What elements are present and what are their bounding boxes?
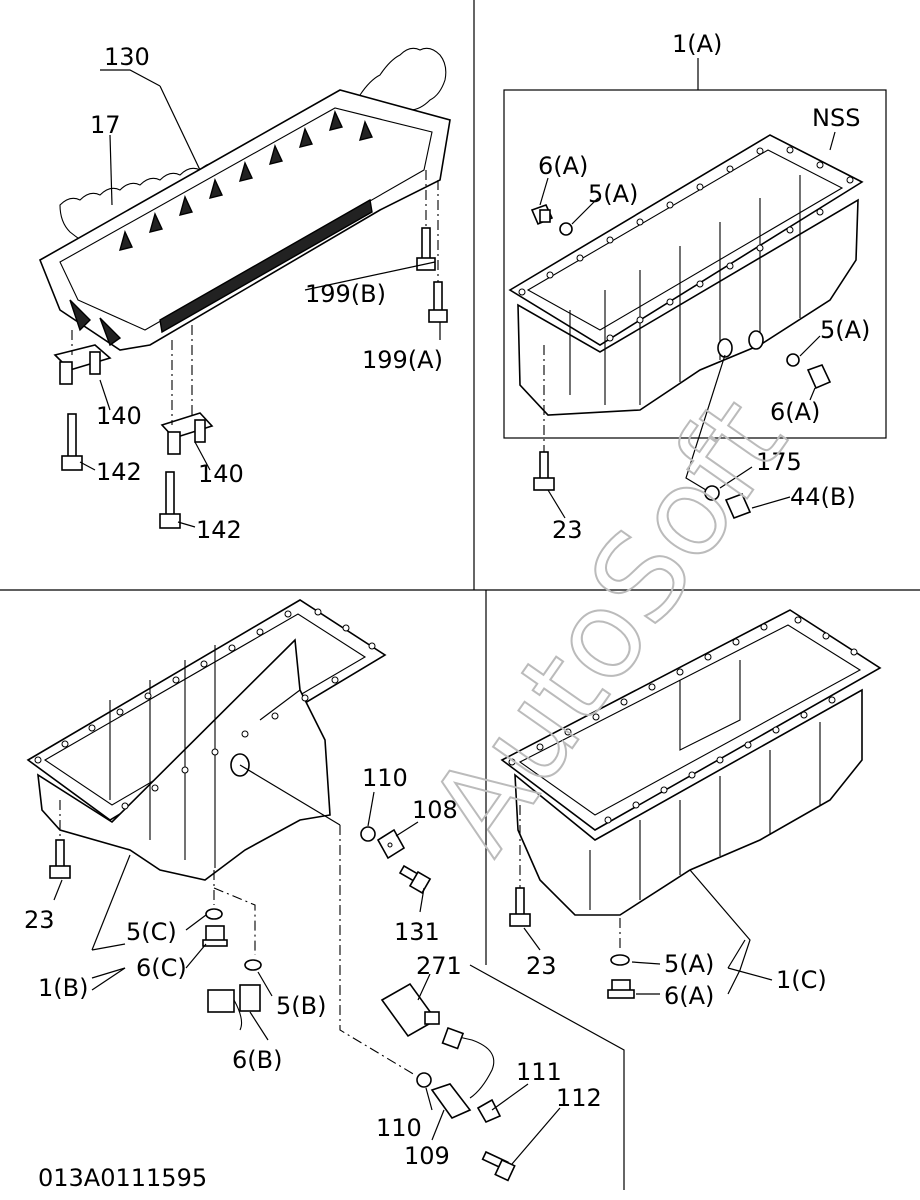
label-5a-top: 5(A) <box>588 180 638 208</box>
oil-pan-1c-ribs <box>589 660 821 910</box>
label-199a: 199(A) <box>362 346 443 374</box>
label-23-bottom-left: 23 <box>24 906 55 934</box>
label-112: 112 <box>556 1084 602 1112</box>
bolt-23-top-right <box>533 451 555 491</box>
plug-6a-top <box>530 204 554 226</box>
label-140-2: 140 <box>198 460 244 488</box>
label-109: 109 <box>404 1142 450 1170</box>
oring-110-top <box>360 826 376 842</box>
plug-6c <box>202 925 228 947</box>
label-23-bottom-right: 23 <box>526 952 557 980</box>
oil-pan-top-inner <box>59 107 433 331</box>
label-5a-right: 5(A) <box>820 316 870 344</box>
label-111: 111 <box>516 1058 562 1086</box>
oil-pan-top-ribs <box>69 109 373 347</box>
label-110-bottom: 110 <box>376 1114 422 1142</box>
label-6a-right: 6(A) <box>770 398 820 426</box>
bolt-142-1 <box>61 413 83 471</box>
label-142-1: 142 <box>96 458 142 486</box>
oil-pan-1a-holes <box>518 146 854 342</box>
clip-111 <box>476 1098 502 1124</box>
oil-pan-1b-body <box>37 638 331 881</box>
label-108: 108 <box>412 796 458 824</box>
bolt-112 <box>481 1150 516 1182</box>
bolt-131 <box>398 864 432 894</box>
label-130: 130 <box>104 43 150 71</box>
washer-5c <box>205 908 223 920</box>
quadrant-top-left: 130 17 199(B) 199(A) 140 142 140 142 <box>38 43 451 544</box>
label-5a-bottom: 5(A) <box>664 950 714 978</box>
label-6c: 6(C) <box>136 954 187 982</box>
label-199b: 199(B) <box>305 280 386 308</box>
label-140-1: 140 <box>96 402 142 430</box>
bolt-142-2 <box>159 471 181 529</box>
bracket-140-2 <box>160 412 214 455</box>
label-1b: 1(B) <box>38 974 88 1002</box>
label-271: 271 <box>416 952 462 980</box>
oil-pan-1c-body <box>514 688 863 916</box>
washer-5b <box>244 959 262 971</box>
bolt-199a <box>428 281 448 323</box>
label-142-2: 142 <box>196 516 242 544</box>
label-175: 175 <box>756 448 802 476</box>
oil-pan-1b-holes <box>34 608 376 810</box>
washer-5a-bottom <box>610 954 630 966</box>
plug-6a-right <box>806 364 832 390</box>
washer-5a-top <box>559 222 573 236</box>
gasket-175 <box>704 485 720 501</box>
label-6b: 6(B) <box>232 1046 282 1074</box>
plug-6a-bottom <box>607 979 635 999</box>
label-131: 131 <box>394 918 440 946</box>
plug-44b <box>724 492 752 520</box>
label-5b: 5(B) <box>276 992 326 1020</box>
assembly-box-1a <box>503 89 887 439</box>
oil-pan-1b-ribs <box>109 645 301 868</box>
label-44b: 44(B) <box>790 483 856 511</box>
label-1c: 1(C) <box>776 966 827 994</box>
label-nss: NSS <box>812 104 860 132</box>
label-17: 17 <box>90 111 121 139</box>
plug-6b <box>207 984 261 1031</box>
bolt-23-bottom-right <box>509 887 531 927</box>
washer-5a-right <box>786 353 800 367</box>
oil-pan-1c-holes <box>508 616 858 824</box>
label-6a-bottom: 6(A) <box>664 982 714 1010</box>
oring-110-bottom <box>416 1072 432 1088</box>
oil-pan-1a-ribs <box>569 175 801 405</box>
connector-109 <box>430 1083 472 1119</box>
bracket-140-1 <box>53 344 112 385</box>
label-23-top-right: 23 <box>552 516 583 544</box>
bolt-23-bottom-left <box>49 839 71 879</box>
label-6a-top: 6(A) <box>538 152 588 180</box>
oil-pan-1c-rim <box>500 609 882 831</box>
divider-diagonal-lower <box>469 964 625 1190</box>
quadrant-bottom-right: 23 5(A) 6(A) 1(C) <box>500 609 882 1010</box>
sensor-271 <box>380 982 440 1038</box>
label-1a: 1(A) <box>672 30 722 58</box>
label-110-top: 110 <box>362 764 408 792</box>
quadrant-bottom-left: 23 5(C) 6(C) 1(B) 5(B) 6(B) 110 108 131 … <box>24 599 602 1182</box>
cover-108 <box>376 828 406 860</box>
quadrant-top-right: 1(A) NSS 6(A) 5(A) 5(A) 6(A) 175 44(B) 2… <box>503 30 887 544</box>
label-5c: 5(C) <box>126 918 177 946</box>
drawing-number: 013A0111595 <box>38 1164 207 1192</box>
